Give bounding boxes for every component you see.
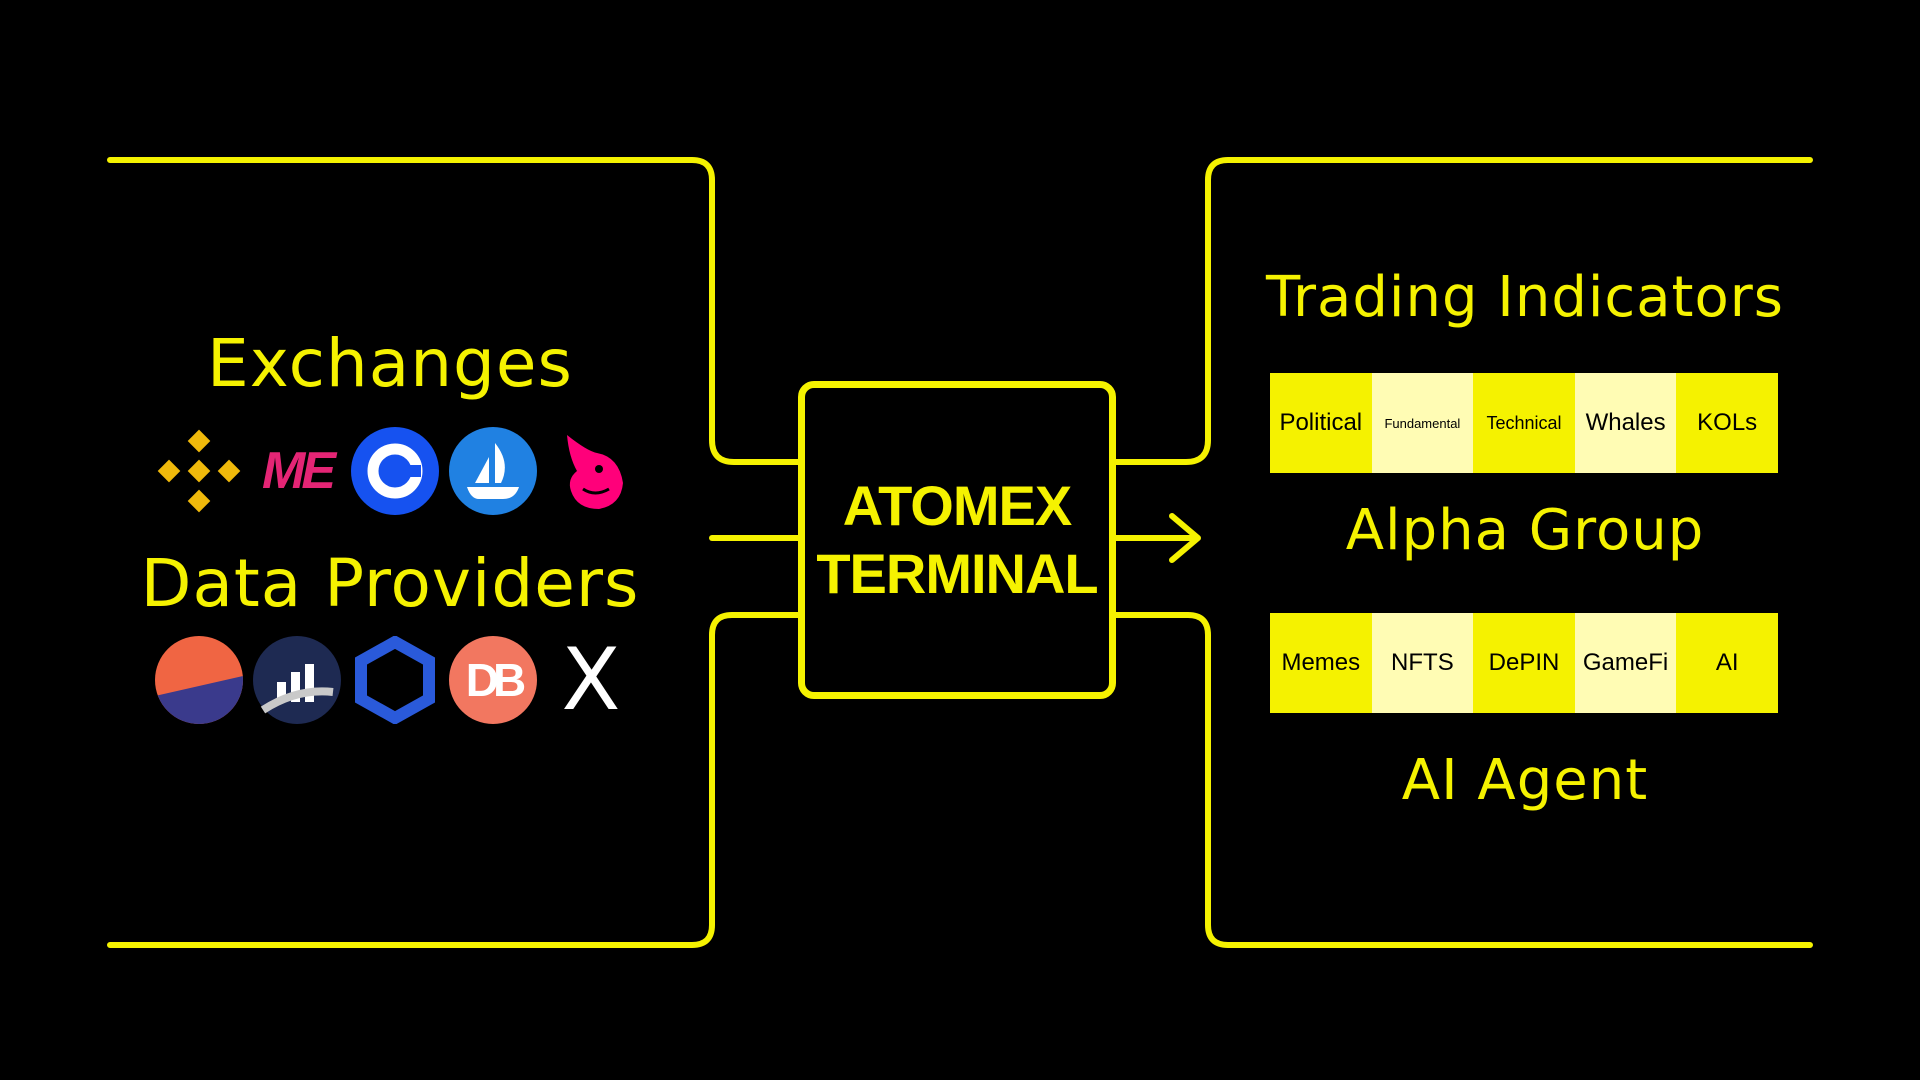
magic-eden-logo-text: ME <box>262 442 336 500</box>
magic-eden-icon: ME <box>253 427 341 515</box>
opensea-icon <box>449 427 537 515</box>
db-logo-text: DB <box>465 654 526 706</box>
tag-memes: Memes <box>1270 613 1372 713</box>
atomex-terminal-box: ATOMEX TERMINAL <box>798 381 1116 699</box>
x-icon: X <box>547 636 635 724</box>
right-bottom-connector <box>1113 612 1813 948</box>
ai-agent-title: AI Agent <box>1401 748 1649 813</box>
exchange-logos: ME <box>155 427 635 515</box>
tag-technical: Technical <box>1473 373 1575 473</box>
exchanges-title: Exchanges <box>207 325 573 402</box>
left-bottom-connector <box>107 612 801 948</box>
binance-icon <box>155 427 243 515</box>
trading-indicators-title: Trading Indicators <box>1266 265 1784 330</box>
terminal-title-line1: ATOMEX <box>842 474 1072 537</box>
provider-logos: DB X <box>155 635 635 725</box>
alpha-tags: Memes NFTS DePIN GameFi AI <box>1270 613 1778 713</box>
chainlink-icon <box>351 635 439 725</box>
split-circle-icon <box>155 636 243 724</box>
alpha-group-title: Alpha Group <box>1345 498 1705 563</box>
uniswap-icon <box>547 427 635 515</box>
tag-whales: Whales <box>1574 373 1677 473</box>
x-logo-text: X <box>561 630 621 730</box>
terminal-title-line2: TERMINAL <box>816 542 1098 605</box>
tag-kols: KOLs <box>1676 373 1778 473</box>
coinbase-icon <box>351 427 439 515</box>
indicator-tags: Political Fundamental Technical Whales K… <box>1270 373 1778 473</box>
left-top-connector <box>107 157 801 465</box>
tag-nfts: NFTS <box>1371 613 1474 713</box>
right-arrow-head <box>1169 513 1201 563</box>
data-providers-title: Data Providers <box>140 545 640 622</box>
tag-ai: AI <box>1676 613 1778 713</box>
tag-gamefi: GameFi <box>1574 613 1677 713</box>
chart-bars-icon <box>253 636 341 724</box>
tag-political: Political <box>1270 373 1372 473</box>
tag-depin: DePIN <box>1473 613 1575 713</box>
tag-fundamental: Fundamental <box>1371 373 1474 473</box>
right-top-connector <box>1113 157 1813 465</box>
db-icon: DB <box>449 636 537 724</box>
